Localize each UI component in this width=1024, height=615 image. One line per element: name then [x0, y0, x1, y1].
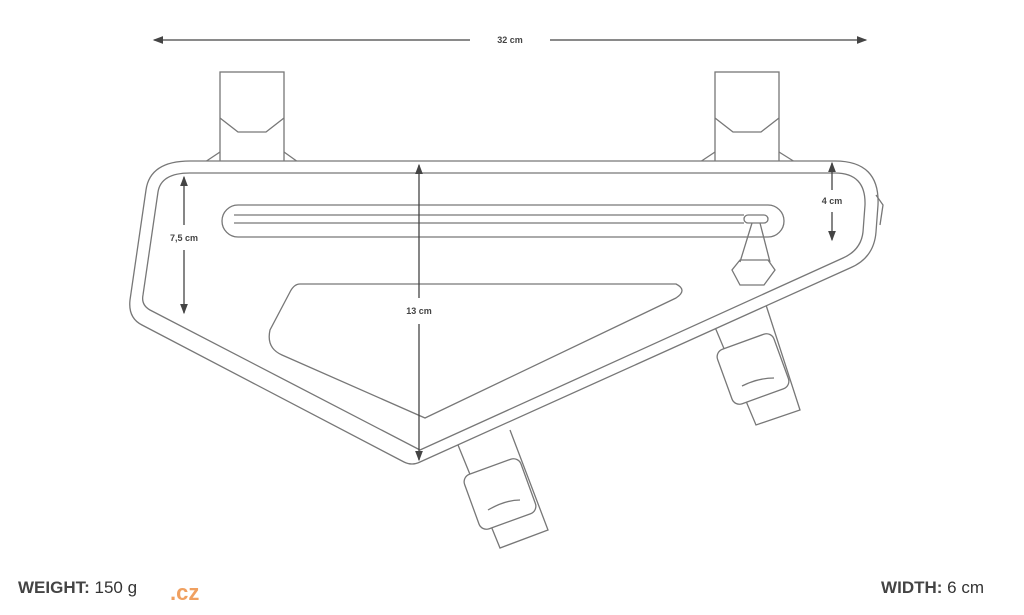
bag-window [268, 283, 683, 419]
width-spec: WIDTH: 6 cm [881, 578, 984, 598]
width-label: WIDTH: [881, 578, 943, 597]
bottom-strap-right [711, 304, 801, 426]
total-height-dimension-label: 13 cm [406, 306, 432, 316]
front-height-dimension-label: 7,5 cm [170, 233, 198, 243]
top-strap-right [699, 71, 796, 163]
width-value: 6 cm [947, 578, 984, 597]
watermark-tld: .cz [170, 580, 200, 605]
zipper-pocket [221, 204, 785, 238]
bag-inner-outline [142, 172, 866, 451]
weight-spec: WEIGHT: 150 g [18, 578, 137, 598]
length-dimension-label: 32 cm [497, 35, 523, 45]
zipper-pull-icon [731, 214, 776, 286]
top-strap-left [204, 71, 299, 163]
back-height-dimension-label: 4 cm [822, 196, 843, 206]
weight-label: WEIGHT: [18, 578, 90, 597]
bottom-strap-left [457, 429, 549, 549]
weight-value: 150 g [94, 578, 138, 597]
watermark-logo [6, 584, 14, 615]
